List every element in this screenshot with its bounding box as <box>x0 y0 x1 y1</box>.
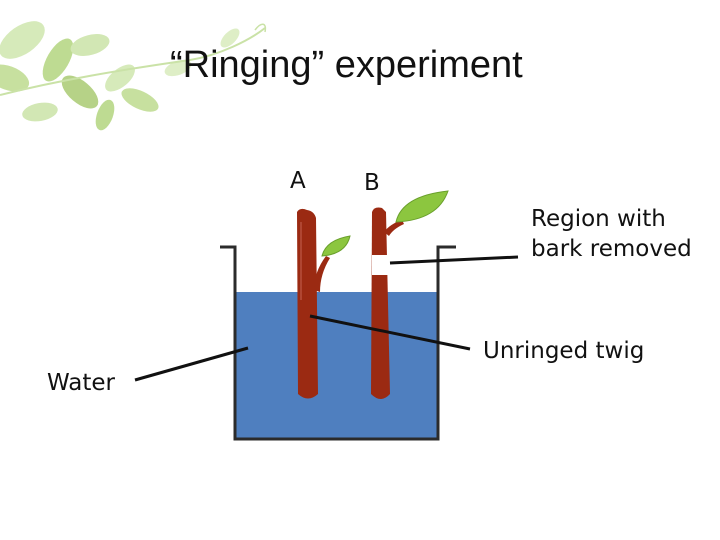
leaf-b-icon <box>395 190 449 223</box>
region-label: Region with bark removed <box>531 204 692 264</box>
container <box>220 245 456 441</box>
water <box>235 292 438 439</box>
leaf-a-icon <box>321 235 351 257</box>
region-label-line2: bark removed <box>531 236 692 262</box>
pointer-line-water <box>134 346 249 382</box>
twig-a-label: A <box>290 168 306 194</box>
twig-b-label: B <box>364 170 380 196</box>
bark-removed-region <box>372 255 390 275</box>
pointer-line-region <box>389 255 519 265</box>
slide-title: “Ringing” experiment <box>170 44 523 86</box>
leaf-vine-decoration-icon <box>0 21 267 131</box>
region-label-line1: Region with <box>531 206 666 232</box>
twig-a <box>297 208 330 399</box>
water-label: Water <box>47 370 115 396</box>
unringed-twig-label: Unringed twig <box>483 338 645 364</box>
pointer-line-unringed <box>309 314 471 351</box>
